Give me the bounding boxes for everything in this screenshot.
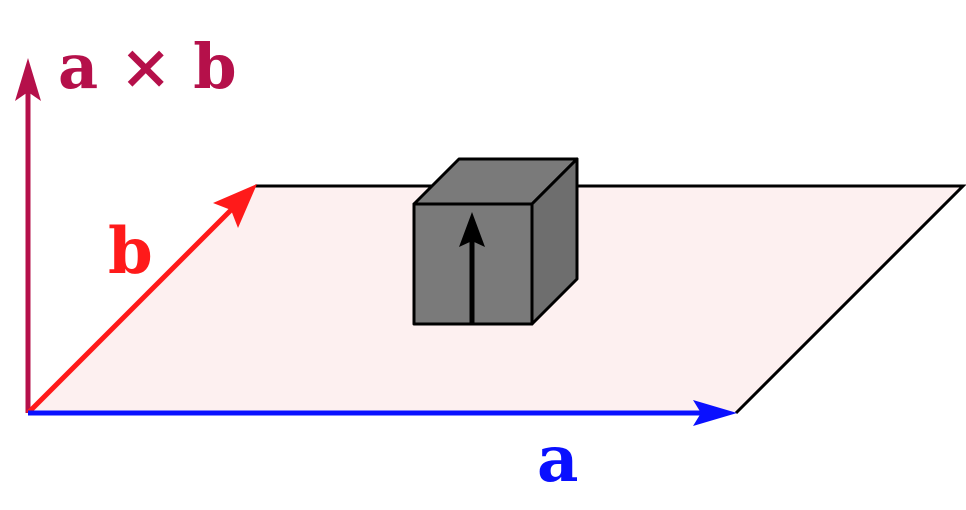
cube-normal-arrow-head [459, 212, 485, 247]
cube [412, 157, 579, 326]
vector-axb-arrowhead [15, 58, 41, 101]
vector-b-label: b [108, 214, 153, 289]
vector-a-arrowhead [693, 400, 737, 426]
vector-b-shaft [26, 203, 238, 415]
vector-a-label: a [537, 422, 579, 497]
vector-b-arrowhead [213, 184, 257, 228]
cross-product-label: a × b [58, 30, 237, 103]
